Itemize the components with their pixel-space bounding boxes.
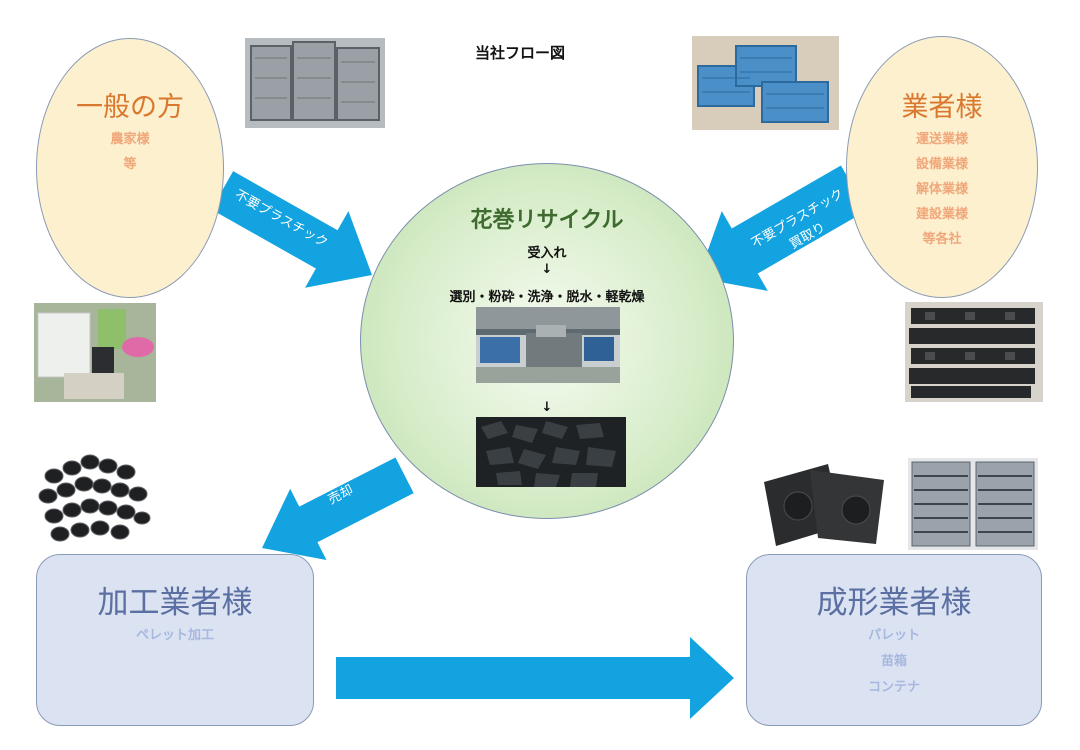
source-general-line: 農家様 <box>110 132 150 147</box>
processor-line: ペレット加工 <box>135 628 214 643</box>
molder-line: パレット <box>867 628 920 643</box>
step-receive: 受入れ <box>527 246 567 261</box>
source-business-line: 解体業様 <box>915 182 968 197</box>
arrow-sale <box>262 457 414 561</box>
pellets-photo <box>34 446 154 549</box>
source-business-line: 等各社 <box>922 232 962 247</box>
source-business-lines: 運送業様 設備業様 解体業様 建設業様 等各社 <box>847 127 1037 252</box>
blue-crates-photo <box>692 36 839 130</box>
down-arrow-2: ↓ <box>541 400 553 415</box>
source-business-line: 建設業様 <box>915 207 968 222</box>
molder-line: 苗箱 <box>880 654 907 669</box>
step-process: 選別・粉砕・洗浄・脱水・軽乾燥 <box>449 290 645 305</box>
factory-photo <box>476 307 620 383</box>
source-general-title: 一般の方 <box>76 92 184 123</box>
source-business-line: 運送業様 <box>915 132 968 147</box>
processor-lines: ペレット加工 <box>37 623 313 649</box>
source-general-line: 等 <box>123 157 137 172</box>
black-pallets-photo <box>905 302 1043 402</box>
processor-title: 加工業者様 <box>97 585 253 621</box>
source-general-lines: 農家様 等 <box>37 127 223 177</box>
crushed-plastic-photo <box>476 417 626 487</box>
source-general-oval: 一般の方 農家様 等 <box>36 38 224 298</box>
diagram-title: 当社フロー図 <box>474 44 565 62</box>
arrow-bottom <box>336 637 734 719</box>
molder-line: コンテナ <box>867 680 920 695</box>
farm-containers-photo <box>34 303 156 402</box>
arrow-left-in <box>211 171 372 288</box>
down-arrow-1: ↓ <box>541 262 553 277</box>
molder-box: 成形業者様 パレット 苗箱 コンテナ <box>746 554 1042 726</box>
seedling-trays-photo <box>758 456 890 550</box>
grey-trays-photo <box>245 38 385 128</box>
source-business-oval: 業者様 運送業様 設備業様 解体業様 建設業様 等各社 <box>846 36 1038 298</box>
pallet-stack-photo <box>908 458 1038 550</box>
source-business-line: 設備業様 <box>915 157 968 172</box>
recycler-title: 花巻リサイクル <box>470 208 624 233</box>
processor-box: 加工業者様 ペレット加工 <box>36 554 314 726</box>
arrow-right-in <box>698 165 867 291</box>
molder-title: 成形業者様 <box>816 585 972 621</box>
molder-lines: パレット 苗箱 コンテナ <box>747 623 1041 701</box>
source-business-title: 業者様 <box>901 92 983 123</box>
